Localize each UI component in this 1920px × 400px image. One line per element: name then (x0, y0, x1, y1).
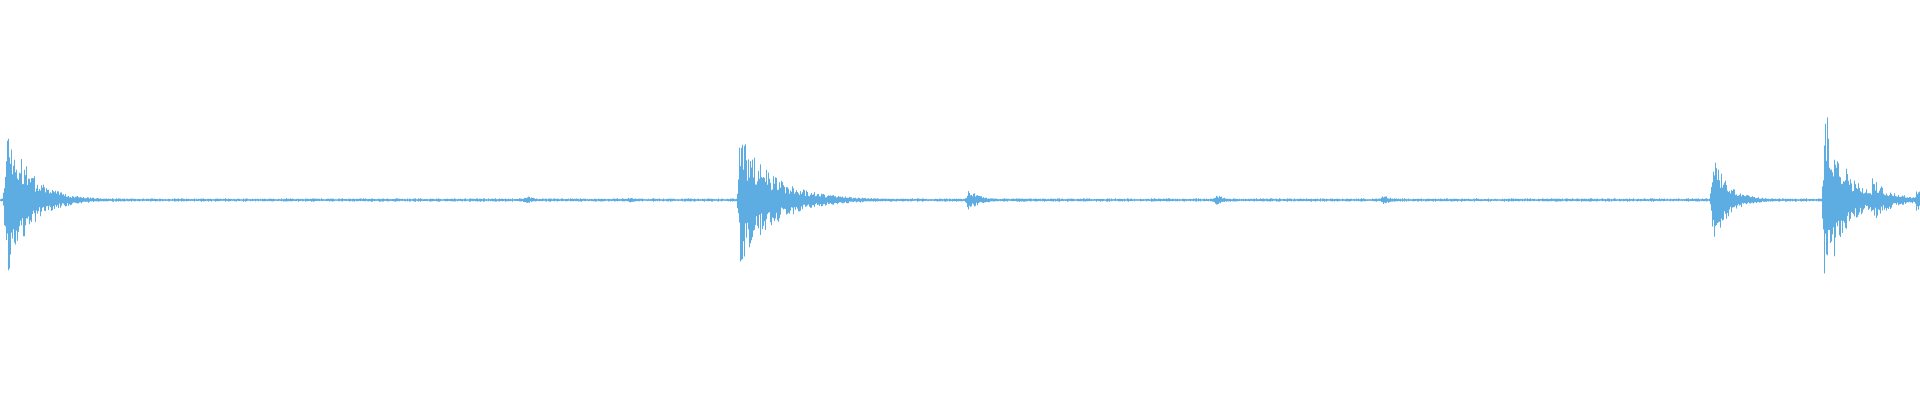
waveform-bars (0, 117, 1920, 274)
waveform-path (0, 117, 1920, 274)
